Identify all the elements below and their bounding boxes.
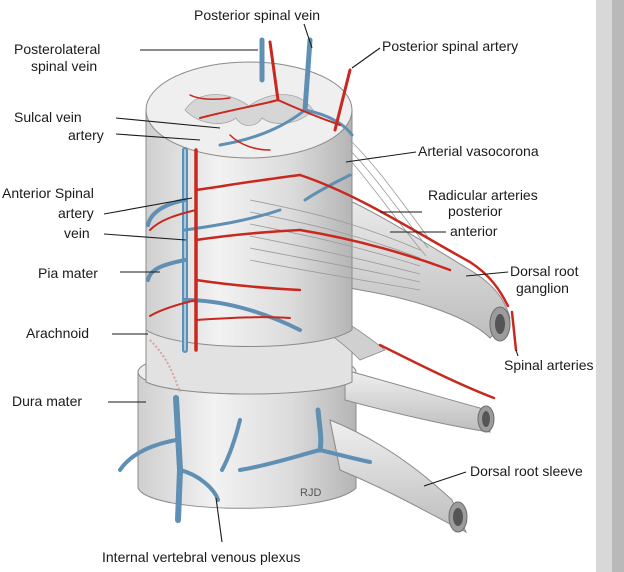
label-posterior-spinal-vein: Posterior spinal vein	[194, 7, 320, 23]
label-pia-mater: Pia mater	[38, 265, 98, 281]
label-dorsal-root-ganglion-line1: Dorsal root	[510, 263, 579, 279]
label-dorsal-root-ganglion-line2: ganglion	[516, 280, 569, 296]
label-sulcal-vein: Sulcal vein	[14, 109, 82, 125]
label-posterolateral-line2: spinal vein	[31, 58, 97, 74]
labels: Posterior spinal vein Posterolateral spi…	[2, 7, 594, 565]
label-radicular-posterior: posterior	[448, 203, 503, 219]
label-arachnoid: Arachnoid	[26, 325, 89, 341]
label-dorsal-root-sleeve: Dorsal root sleeve	[470, 463, 583, 479]
spinal-cord	[145, 61, 353, 347]
label-radicular-arteries: Radicular arteries	[428, 187, 538, 203]
label-anterior-spinal-artery: artery	[58, 205, 94, 221]
rootlets	[249, 139, 431, 291]
dorsal-root-sleeve	[329, 369, 495, 534]
label-internal-vertebral-venous-plexus: Internal vertebral venous plexus	[102, 549, 300, 565]
label-posterolateral-line1: Posterolateral	[14, 41, 100, 57]
signature: RJD	[300, 487, 321, 499]
label-radicular-anterior: anterior	[450, 223, 498, 239]
label-dura-mater: Dura mater	[12, 393, 82, 409]
label-anterior-spinal-vein: vein	[64, 225, 90, 241]
label-spinal-arteries: Spinal arteries	[504, 357, 594, 373]
label-arterial-vasocorona: Arterial vasocorona	[418, 143, 539, 159]
label-sulcal-artery: artery	[68, 127, 104, 143]
leader-lines	[103, 23, 519, 543]
label-posterior-spinal-artery: Posterior spinal artery	[382, 38, 518, 54]
label-anterior-spinal: Anterior Spinal	[2, 185, 94, 201]
page-edge-dark	[612, 0, 624, 572]
arteries	[149, 40, 518, 400]
